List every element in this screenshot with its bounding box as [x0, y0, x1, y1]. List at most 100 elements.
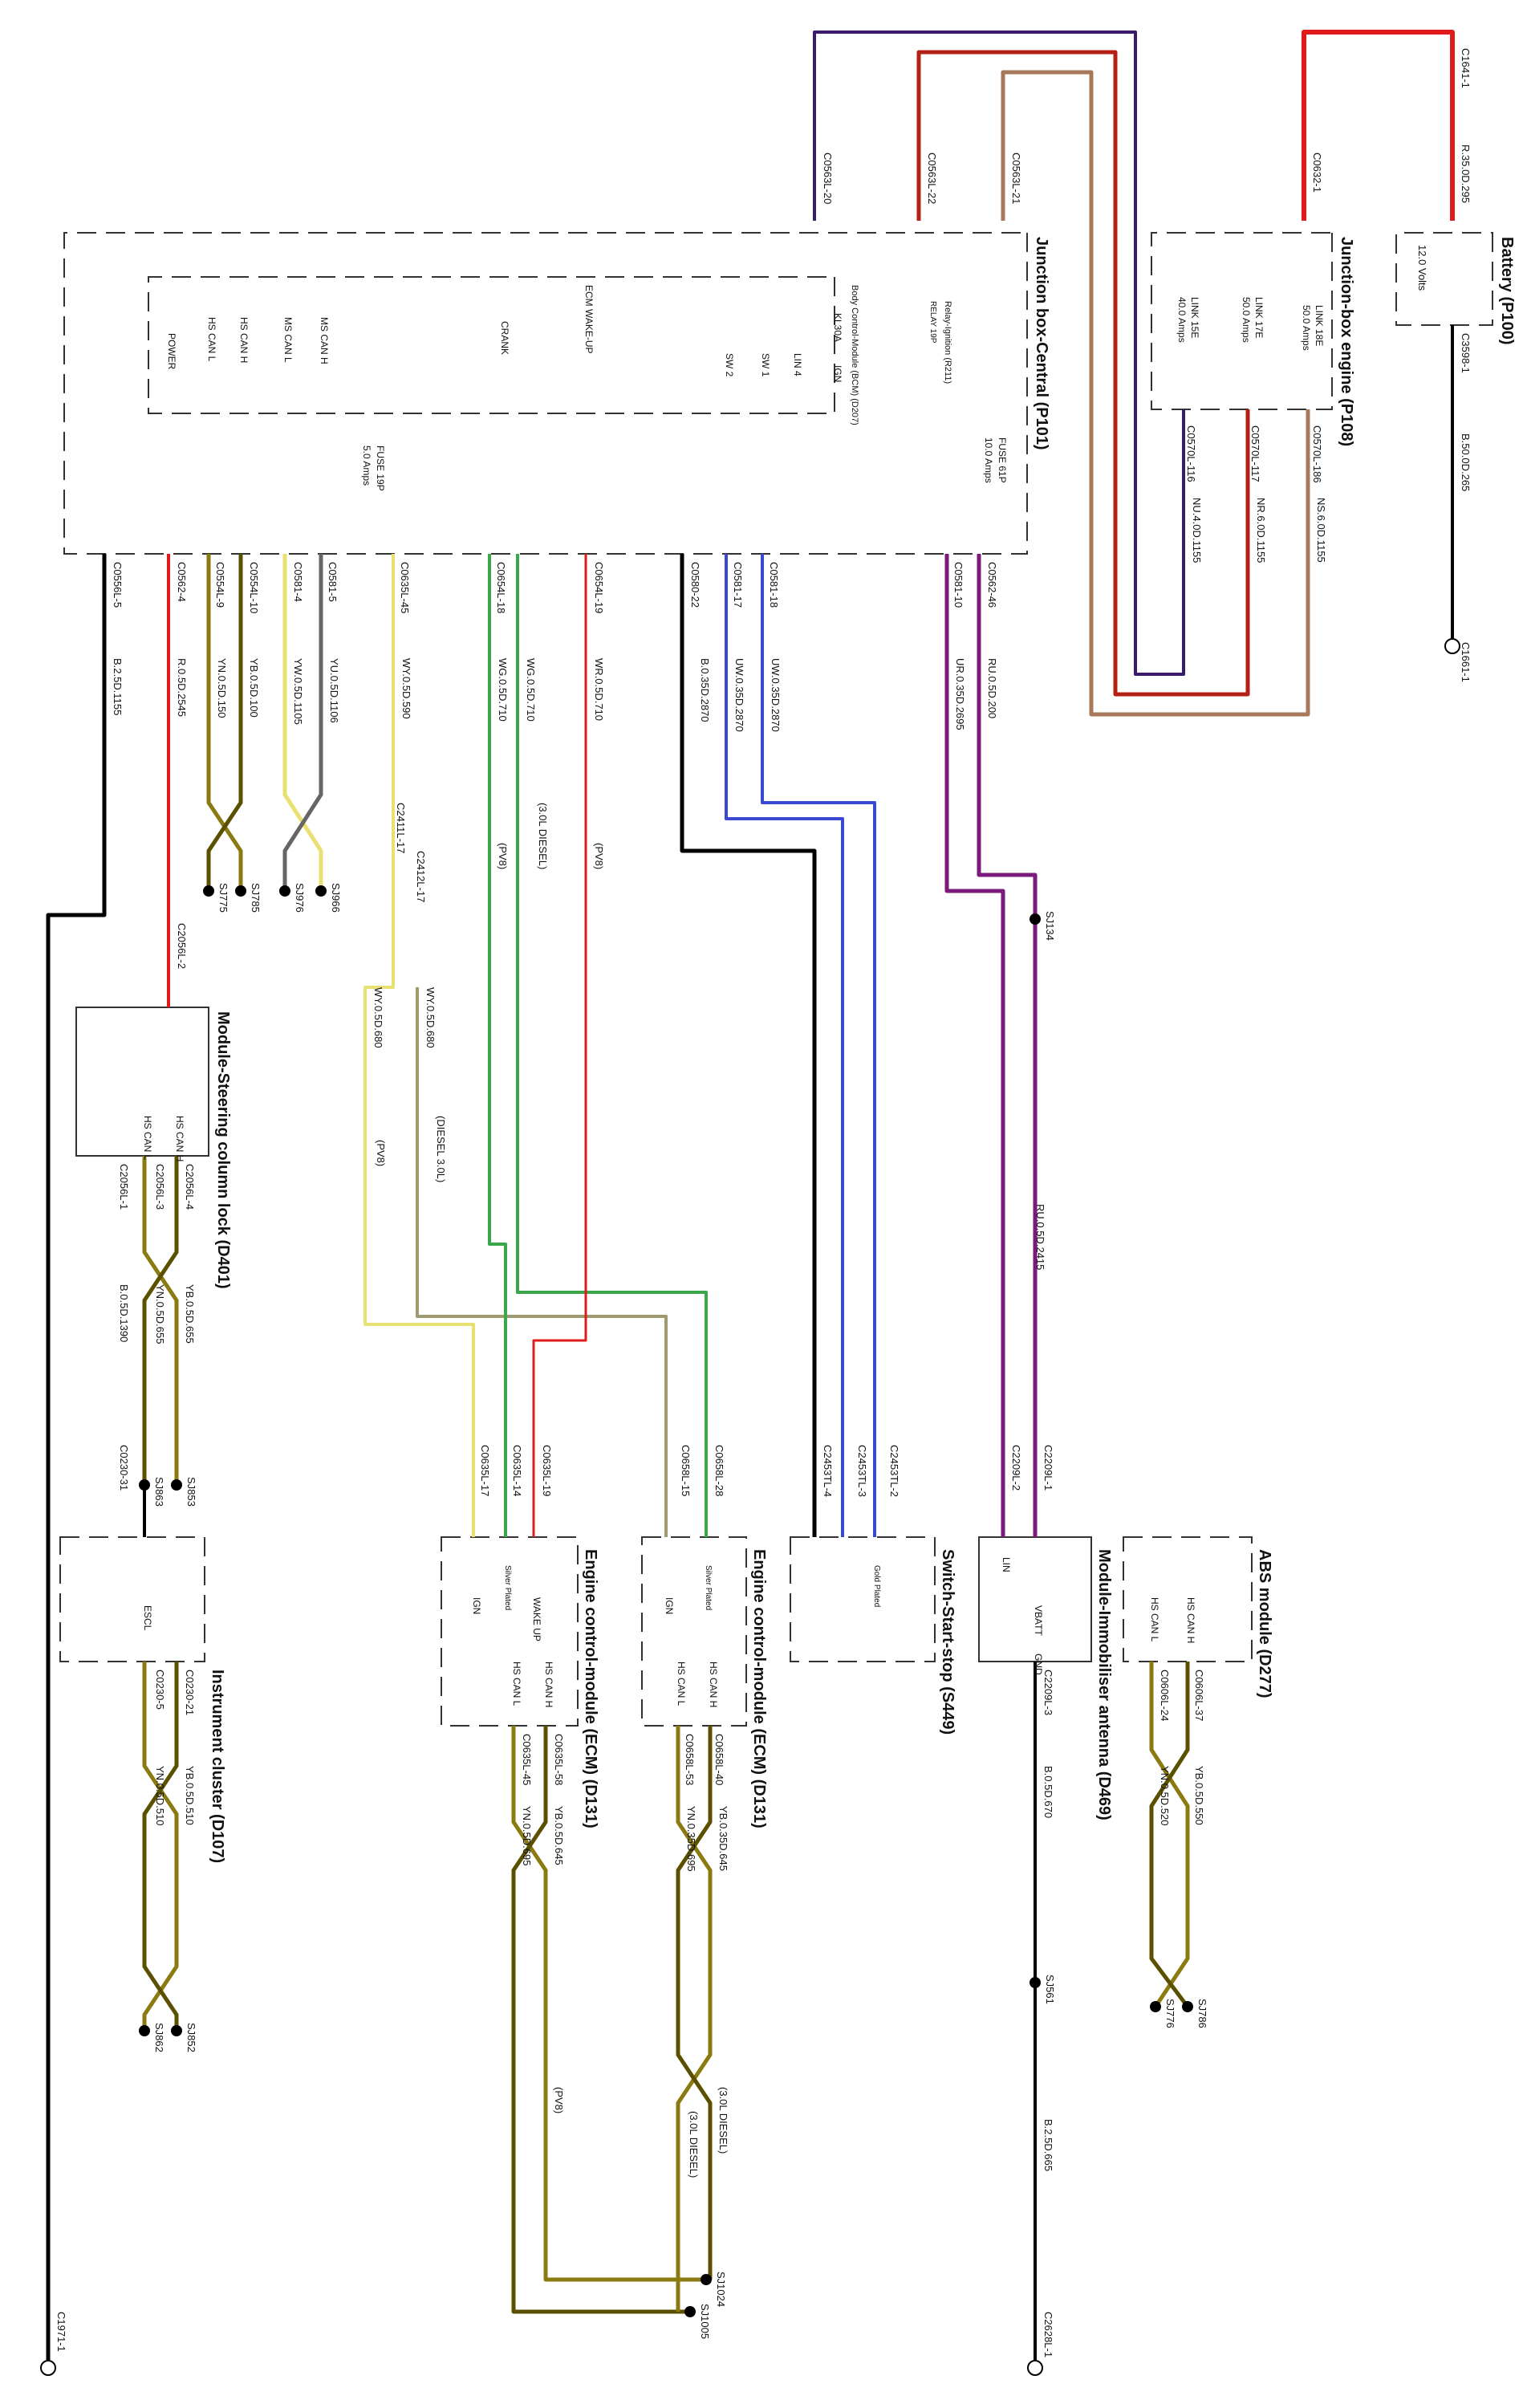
ecm2-pin-can-h: HS CAN H [708, 1662, 719, 1707]
wire-spec-label: RU.0.5D.2415 [1034, 1204, 1046, 1270]
ecm2-plating: Silver Plated [704, 1565, 713, 1610]
ic-pin-escl: ESCL [142, 1605, 153, 1631]
connector-label: C2453TL-2 [888, 1445, 900, 1497]
abs-title: ABS module (D277) [1256, 1549, 1273, 1698]
connector-label: C0563L-22 [926, 153, 938, 204]
connector-label: C0581-18 [768, 562, 780, 608]
ground-point-icon [1444, 638, 1460, 654]
splice-dot [1182, 2001, 1193, 2012]
fuse61-amps: 10.0 Amps [983, 437, 994, 483]
connector-label: C0570L-117 [1249, 425, 1261, 482]
wire-spec-label: YB.0.35D.645 [717, 1806, 729, 1871]
splice-label: SJ863 [153, 1477, 165, 1507]
connector-label: C0230-21 [184, 1670, 196, 1715]
pin-ecm-wakeup: ECM WAKE-UP [583, 285, 595, 354]
wire-spec-label: NS.6.0D.1155 [1315, 498, 1327, 563]
wire-spec-label: NU.4.0D.1155 [1191, 498, 1203, 563]
abs-pin-can-h: HS CAN H [1185, 1597, 1196, 1643]
wire-spec-label: UW.0.35D.2870 [770, 658, 782, 732]
pin-hs-can-h: HS CAN H [238, 317, 250, 363]
wire-spec-label: WG.0.5D.710 [525, 658, 537, 722]
imm-pin-gnd: GND [1033, 1653, 1044, 1675]
connector-label: C0658L-15 [680, 1445, 692, 1496]
splice-label: SJ1024 [715, 2272, 727, 2307]
wire-spec-label: YN.0.5D.695 [521, 1806, 533, 1865]
link15-amps: 40.0 Amps [1176, 297, 1188, 343]
connector-label: C2056L-2 [176, 923, 188, 969]
wire-spec-label: B.0.5D.670 [1042, 1766, 1054, 1818]
connector-label: C2411L-17 [395, 803, 407, 853]
wire-spec-label: YN.0.5D.520 [1159, 1766, 1171, 1825]
wire-spec-label: WY.0.5D.590 [400, 658, 412, 719]
connector-label: C0562-46 [986, 562, 998, 608]
wire-uw-2870-a [725, 554, 844, 1537]
wire-spec-label: YB.0.5D.645 [553, 1806, 565, 1865]
pin-sw1: SW 1 [760, 353, 771, 377]
connector-label: C1641-1 [1460, 48, 1472, 88]
connector-label: C2056L-1 [118, 1164, 130, 1210]
pin-crank: CRANK [499, 321, 510, 355]
splice-label: SJ785 [250, 883, 262, 913]
variant-note: (3.0L DIESEL) [717, 2087, 729, 2154]
can-pair-ms [282, 554, 323, 891]
connector-label: C2453TL-3 [856, 1445, 868, 1497]
wire-b-2870 [680, 554, 817, 1537]
wire-wg-710-b [516, 554, 708, 1537]
connector-label: C0635L-17 [479, 1445, 491, 1496]
wire-darkred-link17 [916, 50, 1250, 697]
connector-label: C0580-22 [689, 562, 701, 608]
wire-spec-label: WY.0.5D.680 [424, 987, 437, 1048]
connector-label: C0554L-9 [214, 562, 226, 608]
connector-label: C0658L-40 [713, 1734, 725, 1785]
ecm1-plating: Silver Plated [503, 1565, 512, 1610]
pin-kl30a: KL30A [832, 313, 843, 342]
connector-label: C3598-1 [1460, 333, 1472, 373]
can-pair-scl [206, 554, 243, 891]
wire-uw-2870-b [761, 554, 876, 1537]
connector-label: C0570L-186 [1311, 425, 1323, 483]
abs-module-box [1123, 1536, 1253, 1662]
ecm-box-1 [441, 1536, 579, 1727]
abs-pin-can-l: HS CAN L [1149, 1597, 1160, 1642]
connector-label: C0658L-53 [684, 1734, 696, 1785]
link17-label: LINK 17E [1253, 297, 1265, 338]
connector-label: C0654L-18 [495, 562, 507, 613]
ecm2-pin-ign: IGN [664, 1597, 675, 1614]
splice-dot [684, 2306, 696, 2317]
pin-sw2: SW 2 [724, 353, 735, 377]
ecm2-title: Engine control-module (ECM) (D131) [750, 1549, 768, 1828]
relay-label: Relay-Ignition (R211) [943, 301, 952, 384]
connector-label: C0606L-37 [1193, 1670, 1205, 1721]
splice-label: SJ862 [153, 2023, 165, 2052]
scl-title: Module-Steering column lock (D401) [214, 1011, 232, 1289]
wire-spec-label: YN.0.5D.150 [216, 658, 228, 718]
connector-label: C0632-1 [1311, 153, 1323, 193]
splice-label: SJ776 [1164, 1999, 1176, 2028]
link15-label: LINK 15E [1189, 297, 1200, 338]
wire-spec-label: B.2.5D.665 [1042, 2119, 1054, 2171]
connector-label: C0563L-20 [822, 153, 834, 204]
junction-box-central [63, 232, 1028, 555]
wire-wg-710-a [488, 554, 507, 1537]
fuse19-amps: 5.0 Amps [361, 445, 372, 486]
ecm2-pin-can-l: HS CAN L [676, 1662, 687, 1706]
connector-label: C0581-17 [732, 562, 744, 608]
wire-spec-label: YB.0.5D.550 [1193, 1766, 1205, 1825]
connector-label: C2628L-1 [1042, 2312, 1054, 2357]
pin-hs-can-l: HS CAN L [206, 317, 217, 362]
wire-spec-label: YB.0.5D.510 [184, 1766, 196, 1825]
connector-label: C0563L-21 [1010, 153, 1022, 204]
connector-label: C1971-1 [55, 2312, 67, 2352]
fuse61-label: FUSE 61P [997, 437, 1008, 483]
relay-id: RELAY 19P [928, 301, 937, 344]
variant-note: (PV8) [553, 2087, 565, 2113]
wire-ru-200 [977, 554, 1038, 1537]
ecm1-pin-wakeup: WAKE UP [531, 1597, 542, 1641]
bcm-label: Body Control-Module (BCM) (D207) [850, 285, 859, 425]
wire-wy-590 [363, 554, 475, 1537]
battery-title: Battery (P100) [1498, 237, 1516, 345]
connector-label: C0635L-45 [521, 1734, 533, 1785]
splice-dot [701, 2274, 712, 2285]
